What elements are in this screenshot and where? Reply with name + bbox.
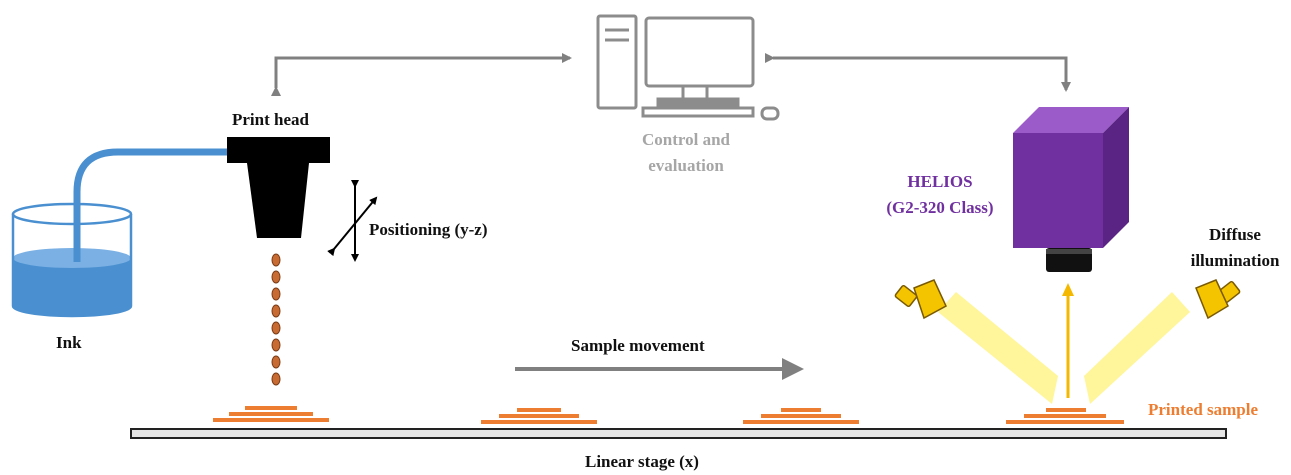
illumination-label-line2: illumination [1190, 250, 1280, 270]
ink-tube [73, 148, 228, 262]
printhead-computer-arrow [271, 53, 572, 96]
right-lamp-icon [1195, 279, 1241, 320]
linear-stage-label: Linear stage (x) [585, 452, 699, 471]
control-label-line2: evaluation [648, 155, 724, 175]
camera-label: HELIOS (G2-320 Class) [868, 172, 1012, 217]
printed-sample-3 [743, 408, 859, 424]
sample-movement-label: Sample movement [571, 336, 705, 355]
illumination-label-line1: Diffuse [1209, 225, 1261, 244]
ink-label: Ink [56, 333, 82, 352]
left-lamp-icon [894, 279, 947, 320]
camera-label-line1: HELIOS [907, 172, 973, 191]
positioning-label: Positioning (y-z) [369, 220, 488, 239]
illumination-label: Diffuse illumination [1180, 225, 1290, 270]
left-light-beam [938, 292, 1058, 404]
print-head [227, 137, 330, 238]
camera-icon [1013, 107, 1129, 272]
right-light-beam [1084, 292, 1190, 404]
computer-camera-arrow [765, 53, 1071, 92]
camera-label-line2: (G2-320 Class) [886, 197, 994, 217]
linear-stage [130, 428, 1227, 439]
printed-sample-label: Printed sample [1148, 400, 1259, 419]
printed-sample-1 [213, 406, 329, 422]
printed-sample-2 [481, 408, 597, 424]
printed-sample-4 [1006, 408, 1124, 424]
sample-movement-arrowhead [782, 358, 804, 380]
camera-view-arrowhead [1062, 283, 1074, 296]
ink-droplets [271, 253, 281, 386]
control-label-line1: Control and [641, 130, 730, 149]
computer-icon [596, 14, 780, 121]
ink-beaker [11, 202, 133, 318]
print-head-label: Print head [232, 110, 309, 129]
control-evaluation-label: Control and evaluation [622, 130, 750, 175]
positioning-arrows-icon [327, 180, 378, 262]
